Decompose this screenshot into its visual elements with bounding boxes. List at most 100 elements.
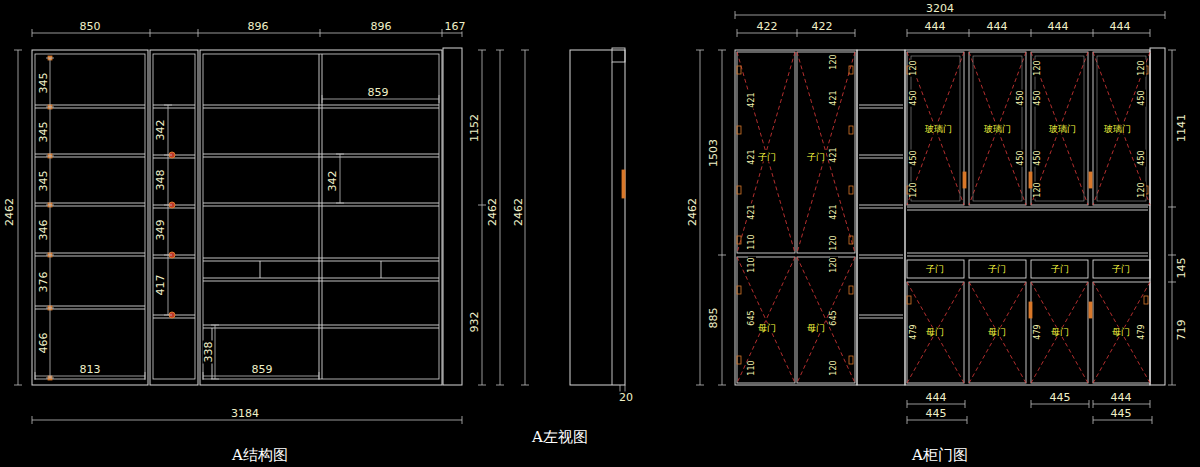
dimension-tick: [32, 416, 33, 424]
door-panel: [969, 52, 1026, 205]
dimension-tick: [496, 50, 504, 51]
dimension-tick: [46, 308, 54, 309]
cabinet-column: [150, 50, 198, 385]
door-panel: [737, 257, 795, 383]
door-label: 玻璃门: [1103, 125, 1132, 134]
dimension-tick: [46, 156, 54, 157]
hinge-dimension: 120: [1138, 181, 1146, 198]
shelf-panel: [203, 261, 439, 262]
dimension-text: 345: [38, 72, 49, 95]
dimension-line: [907, 33, 1150, 34]
dimension-tick: [164, 205, 172, 206]
dimension-text: 859: [251, 364, 274, 375]
cabinet-section: [905, 50, 1150, 385]
hinge-dimension: 450: [1017, 89, 1025, 106]
door-swing-line: [797, 257, 855, 383]
dimension-text: 896: [370, 21, 393, 32]
glass-frame: [1035, 56, 1084, 201]
dimension-line: [1093, 420, 1152, 421]
dimension-text: 1141: [1176, 113, 1187, 143]
door-label: 子门: [987, 265, 1007, 274]
door-label: 子门: [757, 153, 777, 162]
shelf-panel: [203, 108, 439, 109]
drawer-front: [969, 260, 1026, 278]
door-panel: [737, 52, 795, 253]
hinge-dimension: 479: [1034, 323, 1042, 340]
hinge-dimension: 120: [1138, 59, 1146, 76]
dimension-tick: [32, 29, 33, 37]
cabinet-section: [735, 50, 857, 385]
dimension-tick: [164, 105, 172, 106]
dimension-tick: [1031, 29, 1032, 37]
door-swing-line: [797, 257, 855, 383]
hinge-dimension: 450: [1138, 149, 1146, 166]
handle: [1029, 302, 1032, 318]
handle: [622, 170, 625, 198]
dimension-tick: [718, 385, 726, 386]
door-swing-line: [737, 257, 795, 383]
drawer-front: [907, 260, 964, 278]
dimension-text: 719: [1176, 319, 1187, 342]
dimension-tick: [1168, 50, 1176, 51]
door-label: 母门: [925, 328, 945, 337]
shelf-panel: [859, 155, 903, 156]
hinge-dimension: 450: [1034, 149, 1042, 166]
hinge-dimension: 450: [1138, 89, 1146, 106]
divider-panel: [322, 54, 323, 379]
hinge-dimension: 421: [748, 203, 756, 220]
dimension-tick: [907, 400, 908, 408]
shelf-panel: [203, 325, 439, 326]
hinge-mark: [737, 66, 741, 74]
hinge-dimension: 110: [748, 359, 756, 376]
dimension-line: [482, 50, 483, 385]
hinge-dimension: 110: [748, 233, 756, 250]
hinge-dimension: 421: [748, 148, 756, 165]
shelf-panel: [907, 207, 1148, 208]
dimension-tick: [907, 416, 908, 424]
hinge-mark: [737, 286, 741, 294]
dimension-text: 342: [327, 170, 338, 193]
shelf-panel: [907, 256, 1148, 257]
view-caption: A柜门图: [911, 448, 969, 463]
hinge-dimension: 120: [1034, 181, 1042, 198]
dimension-line: [18, 50, 19, 385]
dimension-text: 342: [155, 119, 166, 142]
dimension-tick: [478, 385, 486, 386]
dimension-tick: [718, 50, 726, 51]
door-swing-line: [907, 52, 964, 205]
shelf-panel: [203, 157, 439, 158]
hinge-dimension: 421: [830, 89, 838, 106]
dimension-text: 466: [38, 332, 49, 355]
dimension-tick: [198, 29, 199, 37]
door-label: 母门: [987, 328, 1007, 337]
dimension-text: 2462: [4, 197, 15, 227]
dimension-tick: [967, 416, 968, 424]
dimension-tick: [164, 255, 172, 256]
dimension-tick: [164, 155, 172, 156]
dimension-tick: [46, 378, 54, 379]
door-label: 玻璃门: [924, 125, 953, 134]
dimension-line: [32, 420, 462, 421]
dimension-tick: [442, 29, 443, 37]
dimension-tick: [735, 11, 736, 19]
side-view-notch: [612, 48, 625, 62]
dimension-tick: [718, 255, 726, 256]
shelf-panel: [859, 105, 903, 106]
shelf-panel: [203, 281, 439, 282]
dimension-tick: [737, 29, 738, 37]
dimension-text: 2462: [513, 197, 524, 227]
hinge-dimension: 421: [830, 203, 838, 220]
dimension-text: 444: [986, 21, 1009, 32]
dimension-tick: [797, 29, 798, 37]
dimension-text: 2462: [487, 197, 498, 227]
hinge-dimension: 110: [748, 256, 756, 273]
dimension-text: 445: [925, 408, 948, 419]
dimension-tick: [478, 50, 486, 51]
dimension-tick: [969, 29, 970, 37]
dimension-text: 422: [811, 21, 834, 32]
shelf-panel: [203, 328, 439, 329]
dimension-tick: [521, 385, 529, 386]
hinge-dimension: 450: [910, 149, 918, 166]
dimension-tick: [1168, 255, 1176, 256]
door-panel: [969, 282, 1026, 383]
